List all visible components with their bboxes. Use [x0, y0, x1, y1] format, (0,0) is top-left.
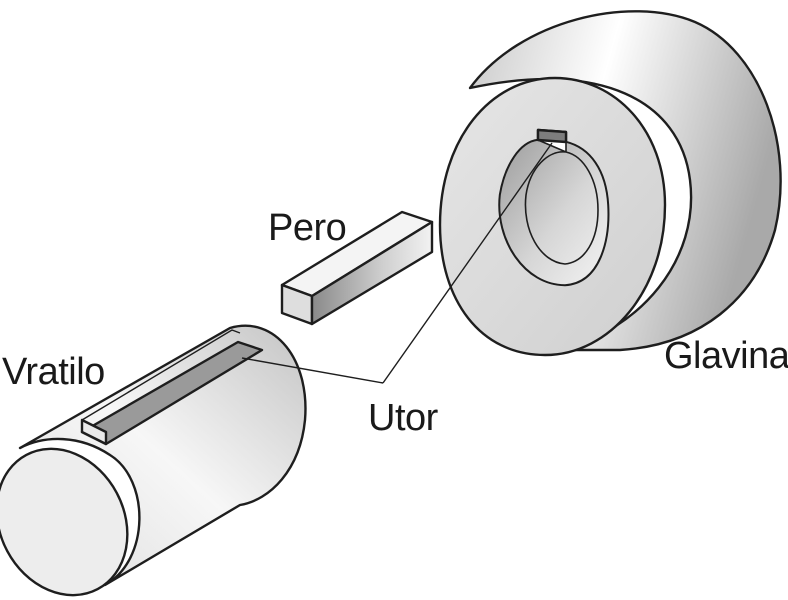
key-long-side: [310, 220, 434, 326]
shaft-keyway-wall: [80, 418, 108, 446]
label-utor: Utor: [368, 397, 439, 439]
key: [280, 210, 434, 326]
shaft: [0, 324, 307, 597]
hub-body: [468, 10, 782, 352]
shaft-body: [18, 324, 307, 587]
label-glavina: Glavina: [664, 335, 788, 377]
hub-keyway: [536, 128, 568, 144]
leader-to-hub-keyway: [382, 142, 553, 384]
shaft-keyway-edge: [81, 329, 241, 421]
leader-to-shaft-keyway: [241, 357, 384, 384]
label-pero: Pero: [268, 207, 346, 249]
hub: [438, 10, 782, 357]
label-vratilo: Vratilo: [2, 351, 105, 393]
utor-leader-lines: [241, 142, 553, 384]
shaft-end-face: [0, 447, 129, 597]
hub-bore: [498, 139, 610, 286]
